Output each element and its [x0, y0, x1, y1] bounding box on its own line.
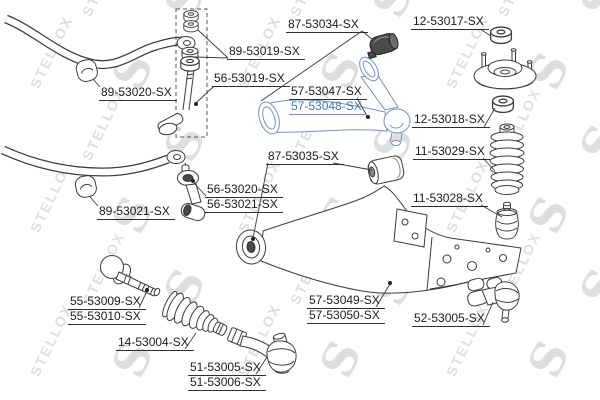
stabilizer-bushing-rear	[74, 175, 97, 198]
part-label-89-53020-sx[interactable]: 89-53020-SX	[99, 86, 177, 101]
part-label-55-53009-sx[interactable]: 55-53009-SX	[68, 295, 146, 310]
upper-control-arm-highlighted	[258, 56, 411, 146]
part-label-56-53021-sx[interactable]: 56-53021-SX	[205, 198, 283, 213]
part-label-89-53019-sx[interactable]: 89-53019-SX	[227, 45, 305, 60]
part-label-57-53050-sx[interactable]: 57-53050-SX	[307, 309, 385, 324]
outer-tie-rod-end	[227, 327, 297, 374]
part-label-56-53019-sx[interactable]: 56-53019-SX	[212, 72, 290, 87]
stabilizer-bar-rear	[1, 145, 186, 177]
part-label-55-53010-sx[interactable]: 55-53010-SX	[68, 310, 146, 325]
part-label-87-53035-sx[interactable]: 87-53035-SX	[266, 150, 344, 165]
part-label-57-53048-sx-highlighted[interactable]: 57-53048-SX	[289, 100, 367, 115]
inner-tie-rod	[100, 255, 161, 297]
stabilizer-link-front	[157, 10, 200, 136]
lower-arm-front-bushing	[235, 229, 267, 265]
part-label-12-53018-sx[interactable]: 12-53018-SX	[412, 113, 490, 128]
part-label-11-53029-sx[interactable]: 11-53029-SX	[413, 145, 490, 160]
leader-dots	[145, 102, 392, 292]
part-label-52-53005-sx[interactable]: 52-53005-SX	[412, 312, 490, 327]
part-label-87-53034-sx[interactable]: 87-53034-SX	[286, 18, 368, 33]
stabilizer-bushing-front	[75, 59, 98, 82]
part-label-14-53004-sx[interactable]: 14-53004-SX	[116, 336, 194, 351]
lower-control-arm	[235, 155, 522, 294]
part-label-56-53020-sx[interactable]: 56-53020-SX	[205, 183, 283, 198]
part-label-51-53005-sx[interactable]: 51-53005-SX	[188, 361, 266, 376]
stabilizer-bar-front	[4, 14, 196, 69]
part-label-11-53028-sx[interactable]: 11-53028-SX	[411, 192, 488, 207]
part-label-57-53047-sx[interactable]: 57-53047-SX	[289, 85, 367, 100]
detail-box	[175, 8, 208, 138]
lower-arm-vertical-bushing	[367, 155, 405, 185]
shock-boot	[489, 123, 525, 195]
upper-arm-bushing	[367, 32, 399, 60]
bump-stop	[495, 201, 519, 240]
ball-joint	[467, 277, 520, 323]
part-label-89-53021-sx[interactable]: 89-53021-SX	[97, 205, 175, 220]
part-label-57-53049-sx[interactable]: 57-53049-SX	[307, 294, 385, 309]
strut-mount	[473, 48, 537, 90]
steering-rack-boot	[162, 290, 228, 336]
part-label-51-53006-sx[interactable]: 51-53006-SX	[188, 376, 266, 391]
leader-lines	[89, 28, 503, 375]
part-label-12-53017-sx[interactable]: 12-53017-SX	[411, 15, 489, 30]
